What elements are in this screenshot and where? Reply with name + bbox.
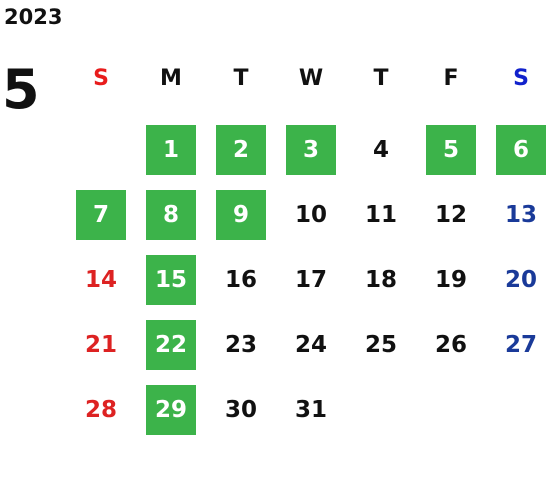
calendar-day: 1 xyxy=(146,125,196,175)
calendar-day: 28 xyxy=(84,397,117,423)
calendar-day: 5 xyxy=(426,125,476,175)
calendar-day: 30 xyxy=(224,397,257,423)
weekday-header: S xyxy=(513,66,529,91)
calendar-day: 15 xyxy=(146,255,196,305)
calendar-day: 3 xyxy=(286,125,336,175)
calendar-day: 14 xyxy=(84,267,117,293)
calendar-day: 31 xyxy=(294,397,327,423)
calendar-day: 19 xyxy=(434,267,467,293)
calendar-day: 11 xyxy=(364,202,397,228)
weekday-header: W xyxy=(298,66,324,91)
weekday-header: T xyxy=(373,66,389,91)
calendar-day: 2 xyxy=(216,125,266,175)
calendar-day: 6 xyxy=(496,125,546,175)
calendar-day: 12 xyxy=(434,202,467,228)
calendar-day: 9 xyxy=(216,190,266,240)
calendar-day: 29 xyxy=(146,385,196,435)
calendar-day: 10 xyxy=(294,202,327,228)
calendar-day: 13 xyxy=(504,202,537,228)
calendar-year: 2023 xyxy=(4,5,63,29)
weekday-header: F xyxy=(443,66,459,91)
weekday-header: T xyxy=(233,66,249,91)
calendar-day: 25 xyxy=(364,332,397,358)
calendar-day: 4 xyxy=(372,137,389,163)
calendar-day: 21 xyxy=(84,332,117,358)
calendar-month: 5 xyxy=(2,58,40,121)
calendar-day: 17 xyxy=(294,267,327,293)
calendar-day: 24 xyxy=(294,332,327,358)
calendar-day: 27 xyxy=(504,332,537,358)
calendar-day: 23 xyxy=(224,332,257,358)
calendar-day: 20 xyxy=(504,267,537,293)
weekday-header: S xyxy=(93,66,109,91)
calendar-day: 26 xyxy=(434,332,467,358)
calendar-day: 18 xyxy=(364,267,397,293)
calendar-day: 7 xyxy=(76,190,126,240)
calendar-day: 16 xyxy=(224,267,257,293)
weekday-header: M xyxy=(160,66,182,91)
calendar-day: 8 xyxy=(146,190,196,240)
calendar-day: 22 xyxy=(146,320,196,370)
